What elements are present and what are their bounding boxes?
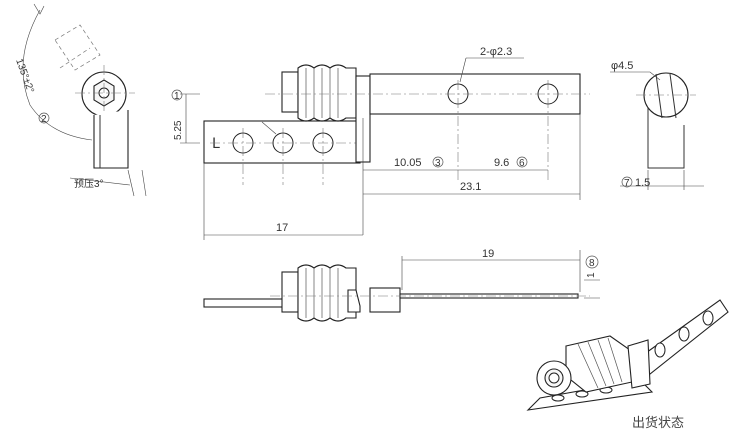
end-slot: [655, 73, 677, 119]
iso-upper-hole-3: [702, 310, 714, 326]
marker-7: 7: [624, 178, 630, 189]
spring-coils: [297, 64, 357, 122]
marker-1: 1: [174, 91, 180, 102]
isometric-view: [526, 299, 729, 411]
nut-block-bottom: [281, 271, 299, 313]
marker-circle-8: [585, 255, 599, 269]
iso-nut-bore: [548, 372, 560, 384]
rotated-leaf-hidden: [54, 24, 101, 71]
angle-arrow-top: [33, 3, 45, 15]
upper-hole-centers: [457, 80, 549, 180]
end-view: φ4.5 7 1.5: [610, 60, 704, 190]
total-length-lines: [363, 114, 581, 200]
left-length-label: 17: [276, 222, 288, 234]
marker-circle-6: [516, 156, 528, 168]
leaf-letter: L: [212, 136, 220, 152]
marker-circle-1: [171, 89, 183, 101]
marker-8: 8: [589, 258, 595, 269]
preload-leader: [69, 177, 131, 186]
marker-2: 2: [41, 114, 47, 125]
iso-lower-hole-1: [551, 394, 565, 402]
shipping-state-caption: 出货状态: [632, 415, 684, 431]
iso-spring-body: [565, 335, 633, 393]
pin-length-label: 19: [482, 248, 494, 260]
hole-spec-leader: [459, 57, 524, 83]
angle-arc: [22, 9, 93, 141]
angle-label: 135°±2°: [13, 57, 36, 94]
marker-circle-3: [432, 156, 444, 168]
bend: [347, 289, 361, 313]
left-length-lines: [203, 163, 363, 240]
spring-coils-bottom: [297, 264, 357, 322]
offset-label: 1: [586, 272, 597, 278]
iso-coils: [577, 337, 623, 389]
leaf-side: [93, 110, 129, 169]
height-label: 5.25: [173, 120, 184, 140]
iso-upper-hole-1: [654, 342, 666, 358]
hole-spec-label: 2-φ2.3: [480, 46, 512, 58]
front-view: L 2-φ2.3 1 5.25 10.05 3 9.6 6: [171, 46, 590, 240]
marker-6: 6: [519, 158, 525, 169]
bottom-view: 19 8 1: [203, 248, 600, 322]
marker-circle-2: [38, 112, 50, 124]
offset-lines: [584, 279, 600, 299]
marker-circle-7: [621, 176, 633, 188]
height-dim-lines: [180, 93, 200, 144]
thickness-lines: [620, 170, 704, 190]
lower-hole-centers: [242, 128, 324, 185]
end-leaf: [647, 108, 685, 169]
dia-label: φ4.5: [611, 60, 633, 72]
thickness-label: 1.5: [635, 177, 650, 189]
side-view-left: 135°±2° 2 预压3°: [13, 3, 147, 197]
pitch-2-label: 9.6: [494, 157, 509, 169]
lower-hole-leader: [261, 121, 277, 135]
nut-block: [281, 71, 299, 113]
dia-leader: [610, 71, 661, 81]
rotated-leaf-line: [59, 47, 91, 69]
coil-lines: [305, 68, 339, 118]
marker-3: 3: [435, 158, 441, 169]
coil-lines-bottom: [305, 268, 339, 318]
iso-lower-hole-2: [575, 390, 589, 398]
iso-upper-hole-2: [678, 326, 690, 342]
preload-label: 预压3°: [74, 178, 104, 190]
preload-lines: [127, 169, 147, 197]
total-length-label: 23.1: [460, 181, 481, 193]
pin-length-lines: [401, 250, 581, 292]
bracket-bottom: [369, 287, 401, 313]
iso-bracket: [627, 339, 651, 389]
pitch-1-label: 10.05: [394, 157, 422, 169]
